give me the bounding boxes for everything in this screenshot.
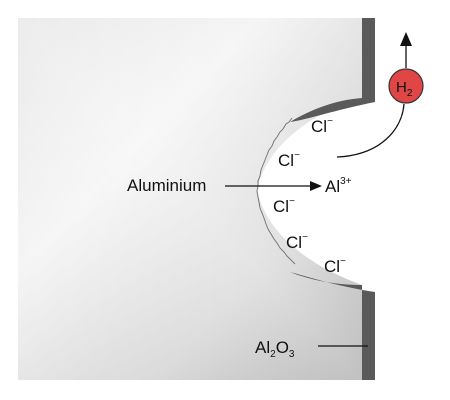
hydrogen-bubble [388, 68, 424, 104]
hydrogen-label: H2 [396, 79, 413, 99]
chloride-ion-2: Cl− [278, 150, 300, 170]
dissolution-arrow-head [310, 181, 322, 191]
oxide-label: Al2O3 [255, 338, 295, 360]
metal-sheen [18, 18, 362, 380]
chloride-ion-1: Cl− [311, 116, 333, 136]
chloride-ion-4: Cl− [286, 232, 308, 252]
pit-rough-edge [256, 117, 296, 265]
chloride-ion-5: Cl− [324, 256, 346, 276]
hydrogen-rise-arrow-head [400, 32, 412, 46]
aluminium-ion-label: Al3+ [325, 176, 352, 196]
chloride-ion-3: Cl− [273, 196, 295, 216]
oxide-layer-top [290, 18, 375, 122]
oxide-layer-bottom [290, 272, 375, 380]
hydrogen-escape-arrow [336, 103, 405, 158]
aluminium-label: Aluminium [127, 176, 206, 195]
